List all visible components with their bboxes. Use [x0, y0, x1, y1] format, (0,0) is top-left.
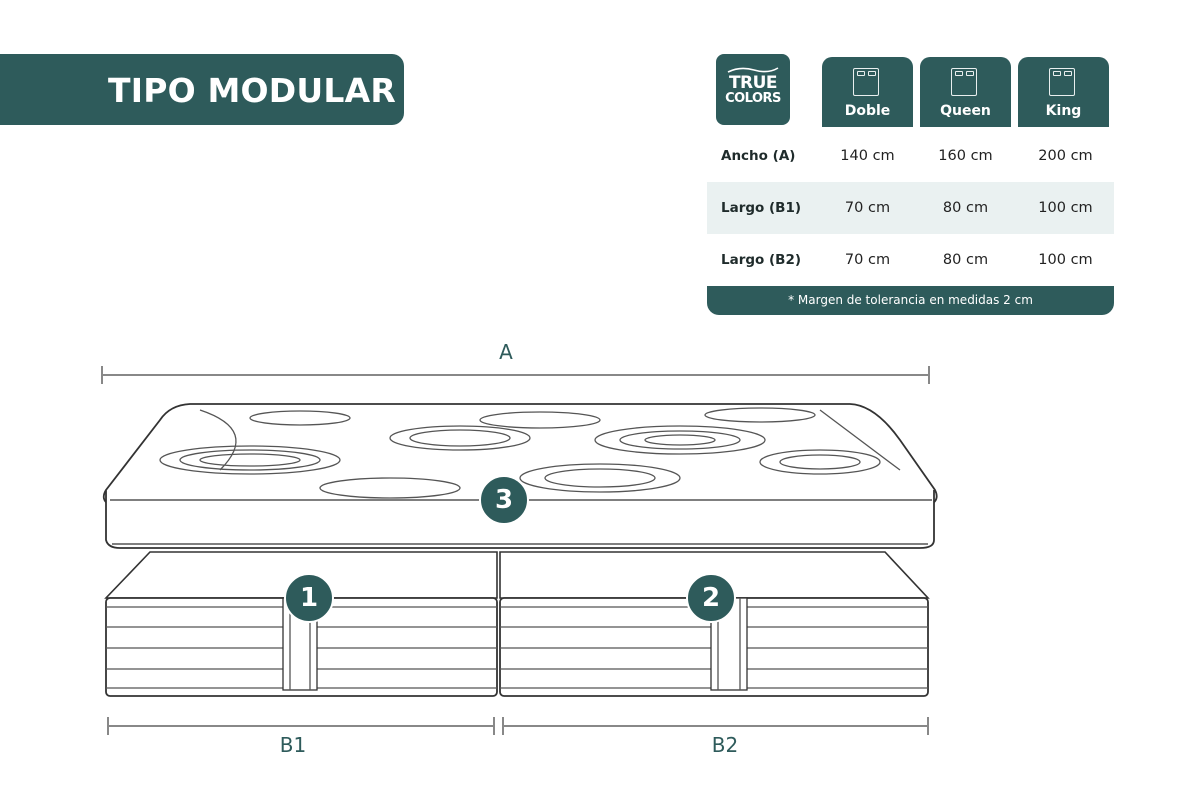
column-header-queen: Queen [920, 57, 1011, 127]
page-title: TIPO MODULAR [108, 71, 396, 110]
dimension-label-a: A [499, 340, 513, 364]
brand-logo: TRUE COLORS [716, 54, 790, 125]
table-cell: 160 cm [938, 148, 993, 164]
column-header-doble: Doble [822, 57, 913, 127]
dimension-line-a [101, 366, 930, 384]
title-banner: TIPO MODULAR [0, 54, 404, 125]
column-header-king: King [1018, 57, 1109, 127]
badge-topper-3: 3 [479, 475, 529, 525]
bed-icon [951, 68, 977, 96]
table-cell: 200 cm [1038, 148, 1093, 164]
column-label: Doble [844, 103, 891, 119]
wave-logo-icon [727, 67, 779, 73]
table-cell: 100 cm [1038, 252, 1093, 268]
dimension-label-b1: B1 [279, 733, 307, 757]
table-cell: 140 cm [840, 148, 895, 164]
mattress-diagram [101, 366, 938, 735]
table-cell: 80 cm [942, 200, 989, 216]
table-cell: 70 cm [844, 200, 891, 216]
table-row-ancho: Ancho (A) 140 cm 160 cm 200 cm [707, 130, 1114, 182]
tolerance-footnote: * Margen de tolerancia en medidas 2 cm [707, 286, 1114, 315]
logo-text-line1: TRUE [728, 72, 778, 93]
topper-mattress [102, 403, 938, 549]
row-label: Ancho (A) [721, 148, 796, 164]
table-cell: 100 cm [1038, 200, 1093, 216]
logo-text-line2: COLORS [725, 90, 781, 106]
table-row-largo-b2: Largo (B2) 70 cm 80 cm 100 cm [707, 234, 1114, 286]
badge-base-1: 1 [284, 573, 334, 623]
bed-icon [853, 68, 879, 96]
badge-base-2: 2 [686, 573, 736, 623]
table-cell: 80 cm [942, 252, 989, 268]
row-label: Largo (B2) [721, 252, 802, 268]
column-label: King [1045, 103, 1082, 119]
column-label: Queen [940, 103, 991, 119]
row-label: Largo (B1) [721, 200, 802, 216]
dimension-line-b2 [502, 717, 929, 735]
dimension-label-b2: B2 [711, 733, 739, 757]
dimension-line-b1 [107, 717, 495, 735]
table-cell: 70 cm [844, 252, 891, 268]
table-row-largo-b1: Largo (B1) 70 cm 80 cm 100 cm [707, 182, 1114, 234]
bed-icon [1049, 68, 1075, 96]
